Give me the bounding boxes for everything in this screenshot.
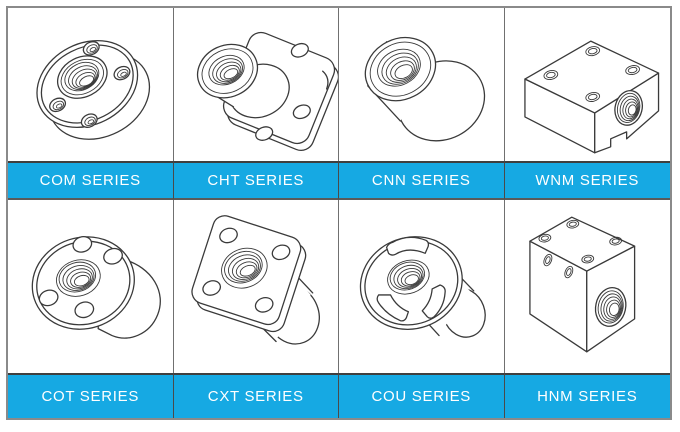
series-label-cht[interactable]: CHT SERIES (173, 161, 339, 200)
wide-block-nut-drawing (523, 40, 659, 154)
round-flange-nut-drawing (36, 40, 151, 140)
square-flange-nut-drawing (190, 215, 320, 345)
series-label-cnn[interactable]: CNN SERIES (339, 161, 505, 200)
round-flange-taper-nut-drawing (31, 236, 161, 339)
series-label-cxt[interactable]: CXT SERIES (173, 373, 339, 418)
cou-series-figure[interactable] (339, 200, 505, 373)
cnn-series-figure[interactable] (339, 8, 505, 161)
cot-series-figure[interactable] (8, 200, 174, 373)
cht-series-figure[interactable] (173, 8, 339, 161)
hnm-series-figure[interactable] (504, 200, 670, 373)
com-series-figure[interactable] (8, 8, 174, 161)
series-label-com[interactable]: COM SERIES (8, 161, 174, 200)
series-label-cou[interactable]: COU SERIES (339, 373, 505, 418)
cylindrical-nut-drawing (364, 36, 486, 142)
compact-flange-nut-drawing (196, 31, 338, 152)
tall-block-nut-drawing (528, 216, 635, 353)
nut-series-catalog-grid: COM SERIES CHT SERIES CNN SERIES WNM SER… (6, 6, 672, 420)
cxt-series-figure[interactable] (173, 200, 339, 373)
slotted-flange-nut-drawing (359, 236, 486, 338)
series-label-wnm[interactable]: WNM SERIES (504, 161, 670, 200)
series-label-cot[interactable]: COT SERIES (8, 373, 174, 418)
series-label-hnm[interactable]: HNM SERIES (504, 373, 670, 418)
wnm-series-figure[interactable] (504, 8, 670, 161)
